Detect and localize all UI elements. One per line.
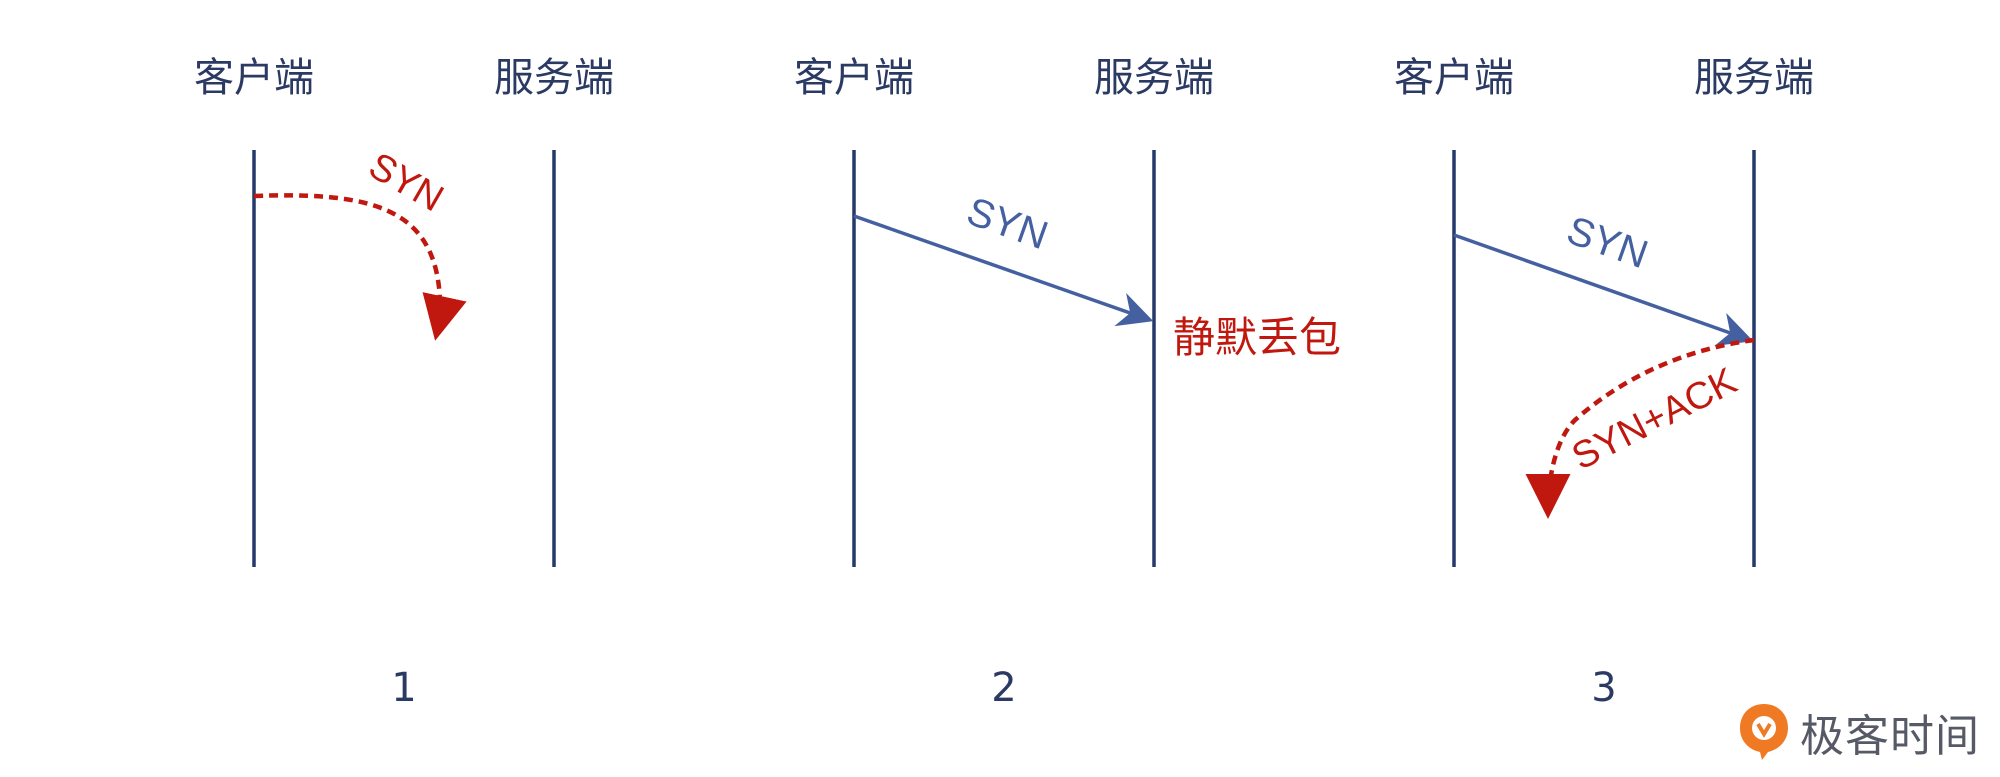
- panel3-server-label: 服务端: [1694, 55, 1814, 101]
- panel3-number: 3: [1591, 665, 1617, 711]
- panel3-synack-label: SYN+ACK: [1566, 360, 1744, 478]
- brand-name: 极客时间: [1800, 711, 1980, 762]
- panel3-syn-arrow: [1453, 233, 1754, 346]
- panel3-synack-arrow: [1525, 337, 1755, 519]
- panel3-syn-label: SYN: [1561, 208, 1653, 277]
- brand-logo: 极客时间: [1738, 700, 1980, 764]
- panel1-number: 1: [391, 665, 417, 711]
- panel2-client-label: 客户端: [794, 55, 914, 101]
- panel1-client-label: 客户端: [194, 55, 314, 101]
- panel2-drop-note: 静默丢包: [1173, 313, 1341, 362]
- panel3-client-label: 客户端: [1394, 55, 1514, 101]
- panel1-syn-label: SYN: [362, 145, 451, 220]
- geektime-logo-icon: [1740, 704, 1788, 760]
- panel2-syn-arrow: [853, 214, 1154, 327]
- panel2-server-label: 服务端: [1094, 55, 1214, 101]
- panel1-syn-arrow: [253, 193, 467, 341]
- panel2-number: 2: [991, 665, 1017, 711]
- panel1-server-label: 服务端: [494, 55, 614, 101]
- panel2-syn-label: SYN: [961, 189, 1053, 258]
